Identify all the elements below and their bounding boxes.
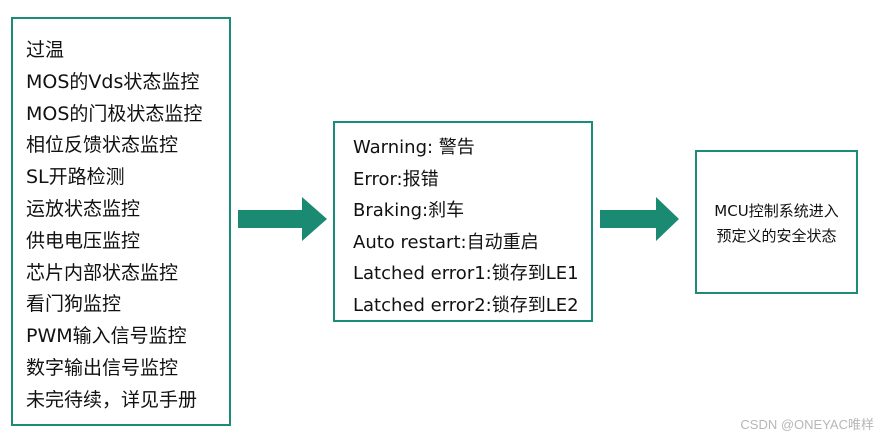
monitor-item-watchdog: 看门狗监控 [26,293,122,316]
monitor-item-mos-vds: MOS的Vds状态监控 [26,70,200,93]
monitor-item-phase-feedback: 相位反馈状态监控 [26,134,179,157]
error-item-latched-error1: Latched error1:锁存到LE1 [353,263,579,284]
monitor-item-digital-output: 数字输出信号监控 [26,356,179,379]
safe-state-line-1: MCU控制系统进入 [714,202,839,220]
monitor-item-chip-internal: 芯片内部状态监控 [26,261,179,284]
monitor-item-mos-gate: MOS的门极状态监控 [26,102,203,125]
error-response-box: Warning: 警告 Error:报错 Braking:刹车 Auto res… [333,121,593,322]
error-item-latched-error2: Latched error2:锁存到LE2 [353,294,579,316]
error-item-error: Error:报错 [353,168,439,190]
monitor-item-over-temperature: 过温 [26,39,65,61]
error-item-warning: Warning: 警告 [353,137,475,158]
error-item-auto-restart: Auto restart:自动重启 [353,231,539,253]
monitor-item-opamp: 运放状态监控 [26,197,141,220]
monitor-item-sl-open: SL开路检测 [26,166,125,189]
error-item-braking: Braking:刹车 [353,200,465,221]
right-arrow-icon [600,197,679,241]
watermark: CSDN @ONEYAC唯样 [740,417,874,432]
monitor-list-box: 过温 MOS的Vds状态监控 MOS的门极状态监控 相位反馈状态监控 SL开路检… [11,17,231,426]
safe-state-line-2: 预定义的安全状态 [716,227,837,245]
monitor-item-see-manual: 未完待续，详见手册 [26,388,198,411]
safe-state-box: MCU控制系统进入 预定义的安全状态 [695,150,858,294]
monitor-item-supply-voltage: 供电电压监控 [26,229,141,252]
right-arrow-icon [238,197,327,241]
monitor-item-pwm-input: PWM输入信号监控 [26,325,187,348]
